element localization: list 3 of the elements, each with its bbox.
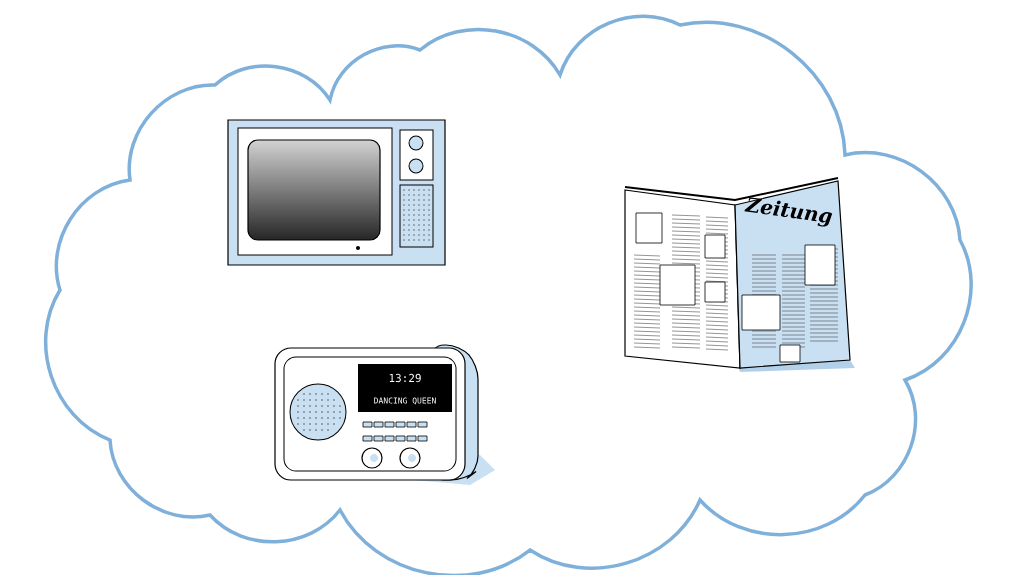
newspaper-title: Zeitung	[744, 197, 833, 227]
display-text: 13:29	[389, 373, 421, 383]
display-text: DANCING QUEEN	[374, 397, 436, 405]
